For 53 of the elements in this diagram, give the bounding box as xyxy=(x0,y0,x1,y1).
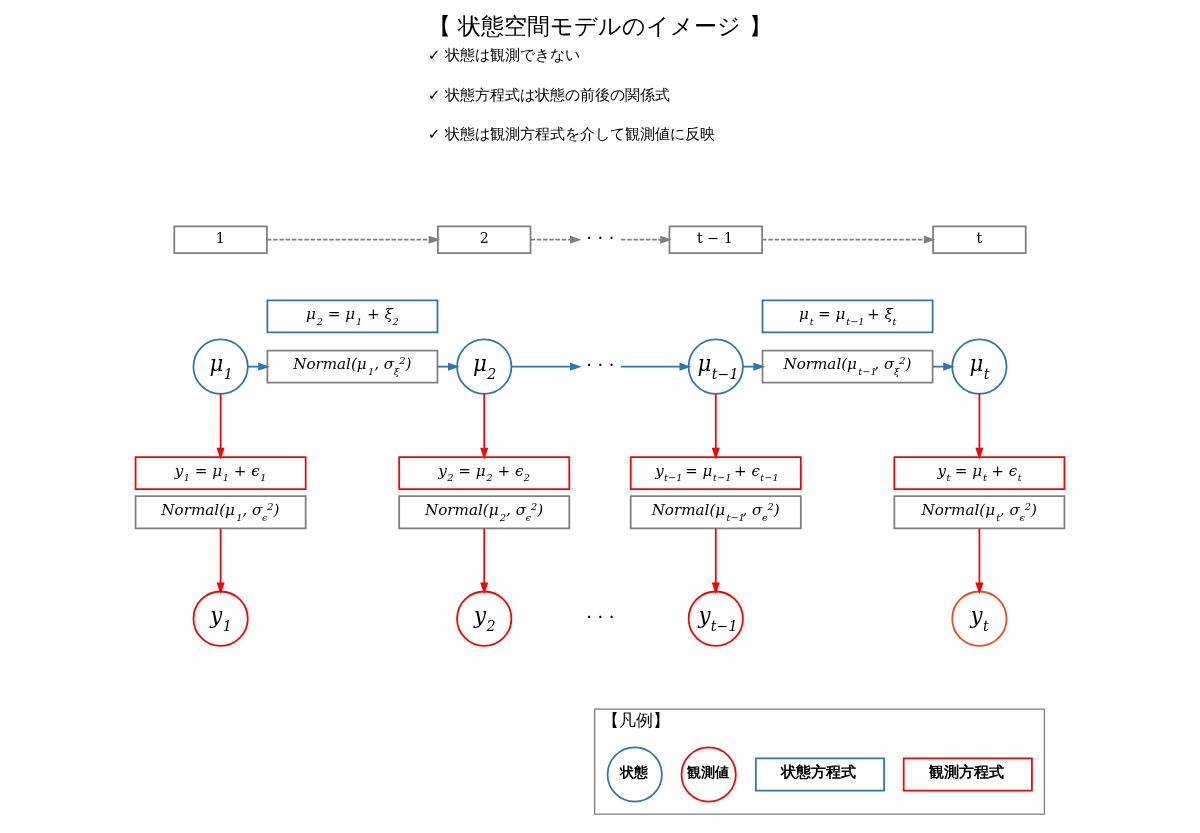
node-box: Normal(μ$_{2}$, σ$_{ϵ}$$^{2}$) xyxy=(398,495,571,530)
node-box: 状態方程式 xyxy=(754,757,885,792)
node-circle: y$_{t−1}$ xyxy=(687,590,744,647)
node-box: Normal(μ$_{t}$, σ$_{ϵ}$$^{2}$) xyxy=(893,495,1066,530)
node-circle: 観測値 xyxy=(680,746,737,803)
arrow xyxy=(529,235,582,244)
node-box: Normal(μ$_{1}$, σ$_{ϵ}$$^{2}$) xyxy=(134,495,307,530)
node-box: y$_{t−1}$ = μ$_{t−1}$ + ϵ$_{t−1}$ xyxy=(629,456,802,490)
arrow xyxy=(266,235,441,244)
node-text: · · · xyxy=(586,227,615,249)
arrow xyxy=(975,527,984,595)
node-box: μ$_{t}$ = μ$_{t−1}$ + ξ$_{t}$ xyxy=(761,299,934,334)
arrow xyxy=(742,362,765,371)
arrow xyxy=(761,235,936,244)
arrow xyxy=(216,392,225,460)
node-circle: 状態 xyxy=(606,746,663,803)
node-box: 観測方程式 xyxy=(902,757,1033,792)
node-box: μ$_{2}$ = μ$_{1}$ + ξ$_{2}$ xyxy=(266,299,439,334)
node-text: · · · xyxy=(586,354,615,376)
node-box: y$_{1}$ = μ$_{1}$ + ϵ$_{1}$ xyxy=(134,456,307,490)
arrow xyxy=(975,392,984,460)
arrow xyxy=(480,527,489,595)
node-box: t xyxy=(932,225,1027,254)
arrow xyxy=(620,235,672,244)
arrow xyxy=(931,362,955,371)
arrow xyxy=(480,392,489,460)
arrow xyxy=(510,362,582,371)
node-circle: μ$_{2}$ xyxy=(456,338,513,395)
arrow xyxy=(620,362,692,371)
node-box: y$_{2}$ = μ$_{2}$ + ϵ$_{2}$ xyxy=(398,456,571,490)
arrow xyxy=(247,362,270,371)
node-box: 2 xyxy=(437,225,532,254)
node-box: Normal(μ$_{1}$, σ$_{ξ}$$^{2}$) xyxy=(266,349,439,384)
label: ✓ 状態は観測方程式を介して観測値に反映 xyxy=(427,124,716,143)
node-circle: μ$_{1}$ xyxy=(192,338,249,395)
node-box: y$_{t}$ = μ$_{t}$ + ϵ$_{t}$ xyxy=(893,456,1066,490)
node-circle: μ$_{t−1}$ xyxy=(687,338,744,395)
diagram-title: 【 状態空間モデルのイメージ 】 xyxy=(428,12,772,39)
label: · · · xyxy=(586,606,615,628)
label: ✓ 状態は観測できない xyxy=(427,46,581,65)
arrow xyxy=(436,362,460,371)
node-box: Normal(μ$_{t−1}$, σ$_{ξ}$$^{2}$) xyxy=(761,349,934,384)
arrow xyxy=(711,392,720,460)
node-box: t − 1 xyxy=(668,225,763,254)
node-circle: y$_{2}$ xyxy=(456,590,513,647)
arrow xyxy=(216,527,225,595)
node-circle: μ$_{t}$ xyxy=(951,338,1008,395)
arrow xyxy=(711,527,720,595)
label: ✓ 状態方程式は状態の前後の関係式 xyxy=(427,85,671,104)
node-box: 1 xyxy=(173,225,268,254)
node-box: Normal(μ$_{t−1}$, σ$_{ϵ}$$^{2}$) xyxy=(629,495,802,530)
node-circle: y$_{t}$ xyxy=(951,590,1008,647)
node-circle: y$_{1}$ xyxy=(192,590,249,647)
